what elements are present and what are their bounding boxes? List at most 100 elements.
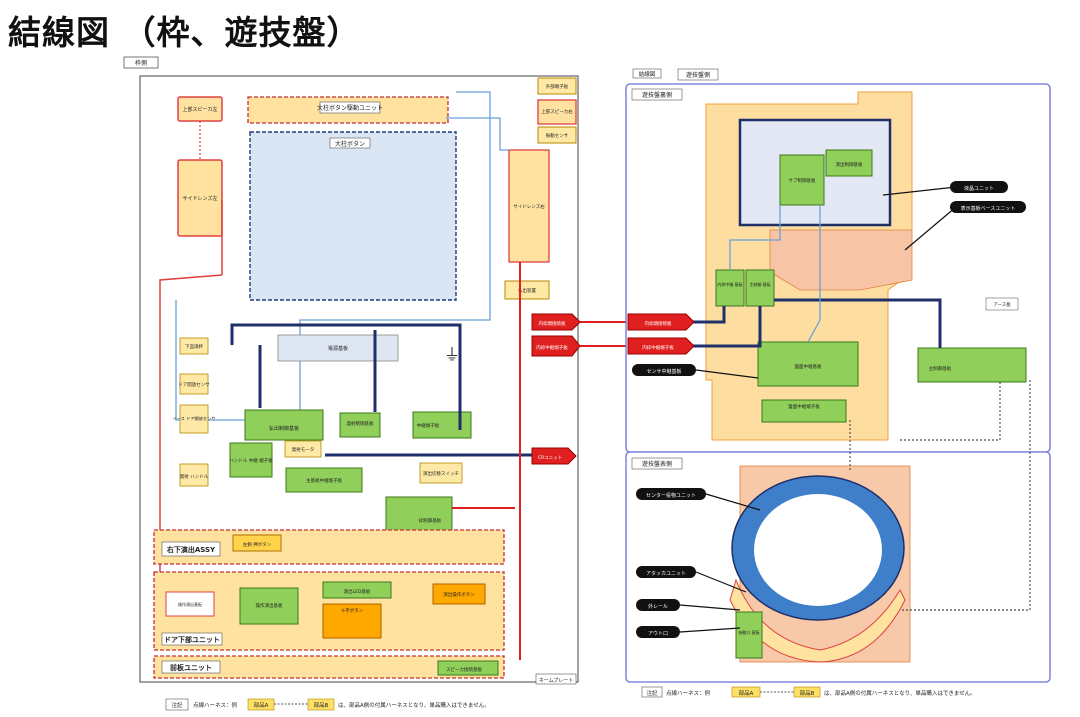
- card-switch: [419, 462, 463, 484]
- inner-relay-connector: [531, 335, 581, 357]
- svg-text:部品B: 部品B: [800, 689, 815, 697]
- speaker-relay-board: [437, 660, 499, 676]
- svg-text:前板ユニット: 前板ユニット: [170, 663, 212, 672]
- svg-text:外部端子板: 外部端子板: [546, 83, 569, 90]
- svg-text:遊技盤表側: 遊技盤表側: [642, 460, 672, 468]
- svg-text:点線ハーネス：例: 点線ハーネス：例: [193, 701, 238, 709]
- lcd-base-label: [950, 201, 1026, 213]
- effect-control-board: [825, 149, 873, 177]
- frame-side-tag: 枠側: [135, 59, 147, 67]
- svg-text:払出制御基板: 払出制御基板: [269, 425, 299, 432]
- svg-text:遊技盤裏側: 遊技盤裏側: [642, 91, 672, 99]
- svg-text:演出操作ボタン: 演出操作ボタン: [443, 591, 475, 598]
- svg-text:演出LED基板: 演出LED基板: [344, 588, 371, 595]
- svg-text:注記: 注記: [646, 689, 658, 697]
- svg-text:中継端子板: 中継端子板: [417, 422, 440, 429]
- svg-text:払出装置: 払出装置: [518, 287, 536, 294]
- sensor-relay-label: [632, 364, 696, 376]
- side-lens-right: [508, 149, 550, 263]
- svg-text:下皿満杯: 下皿満杯: [185, 343, 203, 350]
- svg-text:は、部品A側の付属ハーネスとなり、単品購入はできません。: は、部品A側の付属ハーネスとなり、単品購入はできません。: [824, 689, 976, 697]
- ext-board: [537, 77, 577, 95]
- ground-board: アース板: [993, 301, 1011, 308]
- svg-text:発射制御基板: 発射制御基板: [347, 420, 374, 427]
- svg-text:主制御 基板: 主制御 基板: [749, 281, 770, 287]
- svg-text:結線図: 結線図: [639, 70, 656, 78]
- door-sensor: [179, 373, 209, 395]
- svg-text:部品B: 部品B: [314, 701, 329, 709]
- board-relay-connector: [627, 337, 695, 355]
- board-relay: [757, 341, 859, 387]
- handle-relay-board: [229, 442, 273, 478]
- svg-text:部品A: 部品A: [739, 689, 754, 697]
- cr-unit-connector: [531, 447, 577, 465]
- board-connector: [627, 313, 695, 331]
- svg-text:サブ制御基板: サブ制御基板: [789, 177, 816, 184]
- svg-text:盤面中継端子板: 盤面中継端子板: [788, 403, 820, 410]
- svg-text:ドア下部ユニット: ドア下部ユニット: [164, 635, 220, 644]
- lighting-board: [322, 581, 392, 599]
- svg-text:左側 押ボタン: 左側 押ボタン: [243, 541, 272, 548]
- svg-text:主制御基板: 主制御基板: [929, 365, 952, 372]
- lcd-unit-label: [950, 181, 1008, 193]
- upper-speaker-right: [537, 99, 577, 125]
- svg-text:サイドレンズ左: サイドレンズ左: [183, 195, 218, 202]
- svg-text:外レール: 外レール: [648, 603, 668, 610]
- svg-text:振動センサ: 振動センサ: [546, 132, 569, 139]
- svg-text:アタッカユニット: アタッカユニット: [646, 570, 686, 577]
- svg-text:内枠中継端子板: 内枠中継端子板: [536, 344, 568, 351]
- attacker-unit-label: [636, 566, 696, 578]
- svg-text:大柱ボタン駆動ユニット: 大柱ボタン駆動ユニット: [317, 104, 383, 112]
- inner-frame-connector: [531, 313, 581, 331]
- mount-unit: [153, 655, 505, 679]
- power-board: [277, 334, 399, 362]
- svg-text:大柱ボタン: 大柱ボタン: [335, 140, 365, 148]
- sub-control-board: [779, 154, 825, 206]
- board-side-tag: 遊技盤側: [686, 71, 710, 79]
- svg-text:上部スピーカ右: 上部スピーカ右: [541, 108, 573, 115]
- inner-frame-relay-board: [715, 269, 745, 307]
- svg-text:操作演出基板: 操作演出基板: [178, 601, 202, 607]
- svg-text:電源基板: 電源基板: [328, 345, 348, 352]
- board-relay-terminal: [761, 399, 847, 423]
- side-lens-left: [177, 159, 223, 237]
- note-tag: 注記: [171, 701, 183, 709]
- vibration-sensor: [537, 126, 577, 144]
- svg-text:発射モータ: 発射モータ: [292, 446, 315, 453]
- svg-text:内枠中継端子板: 内枠中継端子板: [642, 344, 674, 351]
- svg-text:演出切替スイッチ: 演出切替スイッチ: [423, 470, 459, 477]
- svg-text:ドア開放センサ: ドア開放センサ: [178, 381, 210, 388]
- start-board: [735, 611, 763, 659]
- name-plate: ネームプレート: [539, 678, 574, 684]
- svg-text:アウト口: アウト口: [648, 630, 668, 637]
- svg-text:操作演出基板: 操作演出基板: [256, 602, 283, 609]
- svg-text:センター役物ユニット: センター役物ユニット: [646, 492, 696, 499]
- svg-text:サイドレンズ右: サイドレンズ右: [513, 203, 545, 210]
- side-button: [432, 583, 486, 605]
- rail-label: [636, 599, 680, 611]
- svg-text:は、部品A側の付属ハーネスとなり、単品購入はできません。: は、部品A側の付属ハーネスとなり、単品購入はできません。: [338, 701, 490, 709]
- big-button: [249, 131, 457, 301]
- svg-text:ベース ドア開放センサ: ベース ドア開放センサ: [173, 415, 216, 422]
- svg-text:主基板中継端子板: 主基板中継端子板: [306, 477, 342, 484]
- lower-tray-switch: [179, 337, 209, 355]
- operation-relay-board: [239, 587, 299, 625]
- page-title: 結線図 （枠、遊技盤）: [8, 13, 361, 52]
- svg-text:始動口 基板: 始動口 基板: [738, 629, 759, 635]
- svg-text:液晶ユニット: 液晶ユニット: [964, 185, 994, 192]
- power-plug-icon: ⏚: [444, 345, 460, 364]
- out-port-label: [636, 626, 680, 638]
- svg-text:点線ハーネス：例: 点線ハーネス：例: [666, 689, 711, 697]
- svg-text:センサ中継基板: センサ中継基板: [646, 368, 681, 375]
- svg-text:演出制御基板: 演出制御基板: [836, 161, 863, 168]
- svg-text:右下演出ASSY: 右下演出ASSY: [166, 545, 216, 554]
- svg-text:部品A: 部品A: [254, 701, 269, 709]
- launch-handle: [179, 463, 209, 487]
- launch-motor: [284, 440, 322, 458]
- svg-text:十字ボタン: 十字ボタン: [341, 607, 364, 614]
- svg-text:発射 ハンドル: 発射 ハンドル: [180, 473, 209, 480]
- svg-text:内枠中継 基板: 内枠中継 基板: [717, 281, 742, 287]
- svg-text:内枠間接続板: 内枠間接続板: [539, 320, 566, 327]
- main-relay-board: [745, 269, 775, 307]
